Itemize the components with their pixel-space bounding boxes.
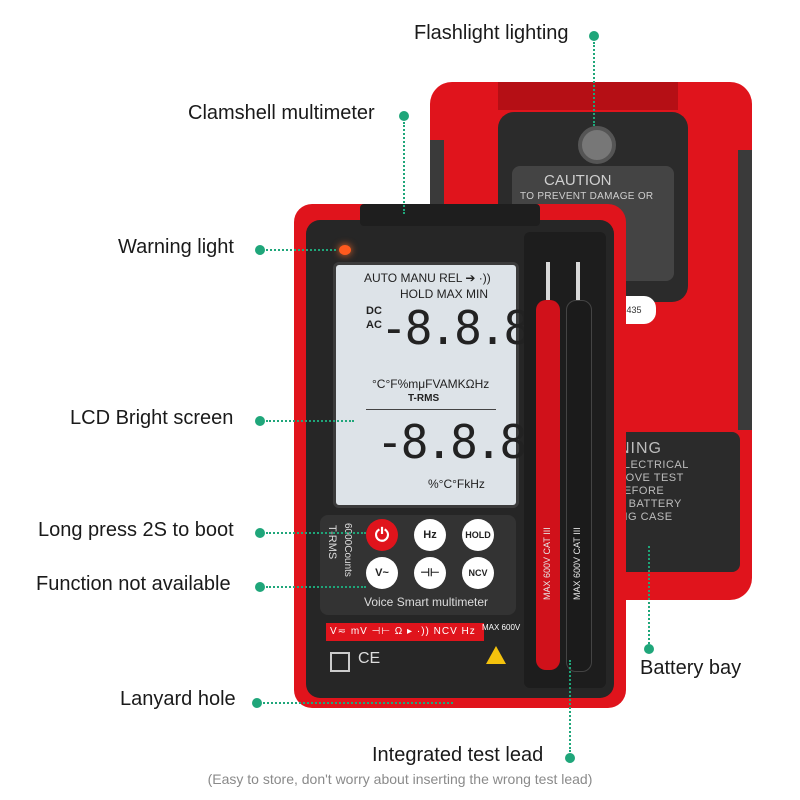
warning-line: MOVE TEST	[616, 472, 684, 484]
black-test-lead[interactable]	[566, 300, 592, 672]
callout-boot: Long press 2S to boot	[38, 519, 234, 541]
ncv-button[interactable]: NCV	[462, 557, 494, 589]
warning-line: BEFORE	[616, 485, 665, 497]
callout-dot	[589, 31, 599, 41]
caption: (Easy to store, don't worry about insert…	[207, 771, 593, 787]
lcd-top-row: AUTO MANU REL ➔ ·))	[364, 271, 491, 285]
max-rating: MAX 600V	[482, 623, 521, 632]
red-probe-tip	[546, 262, 550, 322]
capacitance-button[interactable]: ⊣⊢	[414, 557, 446, 589]
warning-triangle-icon	[486, 646, 506, 664]
callout-dot	[255, 582, 265, 592]
callout-dot	[255, 528, 265, 538]
callout-line	[648, 546, 650, 644]
clamshell-hinge	[360, 204, 540, 226]
panel-trms: T-RMS	[326, 525, 338, 560]
warning-title: NING	[618, 440, 662, 457]
hz-button[interactable]: Hz	[414, 519, 446, 551]
callout-dot	[255, 245, 265, 255]
flashlight-lens	[578, 126, 616, 164]
callout-line	[263, 702, 453, 704]
lcd-ac: AC	[366, 319, 382, 331]
black-probe-rating: MAX 600V CAT III	[572, 527, 582, 600]
lcd-screen: AUTO MANU REL ➔ ·)) HOLD MAX MIN DC AC -…	[333, 262, 581, 508]
lcd-units-secondary: %°C°FkHz	[428, 477, 485, 491]
callout-line	[266, 249, 336, 251]
callout-dot	[565, 753, 575, 763]
black-probe-tip	[576, 262, 580, 322]
callout-line	[403, 122, 405, 214]
back-top-edge	[498, 82, 678, 110]
back-grip-right	[738, 150, 752, 430]
lcd-units: °C°F%mμFVAMKΩHz	[372, 377, 490, 391]
callout-line	[266, 420, 354, 422]
callout-lcd: LCD Bright screen	[70, 407, 234, 429]
callout-flashlight: Flashlight lighting	[414, 22, 569, 44]
callout-dot	[252, 698, 262, 708]
callout-warning-light: Warning light	[118, 236, 234, 258]
panel-counts: 6000Counts	[342, 523, 353, 577]
warning-line: ING CASE	[616, 511, 673, 523]
lcd-dc: DC	[366, 305, 382, 317]
warning-line: G BATTERY	[616, 498, 682, 510]
double-insulation-icon	[330, 652, 350, 672]
callout-dot	[399, 111, 409, 121]
callout-battery: Battery bay	[640, 657, 742, 679]
lcd-divider	[366, 409, 496, 410]
callout-line	[266, 532, 366, 534]
callout-not-available: Function not available	[36, 573, 231, 595]
red-test-lead[interactable]	[536, 300, 560, 670]
panel-voice-label: Voice Smart multimeter	[364, 595, 489, 609]
callout-line	[266, 586, 366, 588]
button-panel: T-RMS 6000Counts ⏻ Hz HOLD V~ ⊣⊢ NCV Voi…	[320, 515, 516, 615]
lcd-hold-row: HOLD MAX MIN	[400, 287, 489, 301]
warning-line: ELECTRICAL	[616, 459, 689, 471]
caution-title: CAUTION	[544, 172, 612, 189]
lcd-trms: T-RMS	[408, 393, 440, 404]
caution-line: TO PREVENT DAMAGE OR	[520, 191, 654, 202]
power-button[interactable]: ⏻	[366, 519, 398, 551]
callout-dot	[644, 644, 654, 654]
red-probe-rating: MAX 600V CAT III	[542, 527, 552, 600]
callout-clamshell: Clamshell multimeter	[188, 102, 375, 124]
ce-mark: CE	[358, 650, 381, 667]
callout-test-lead: Integrated test lead	[372, 744, 544, 766]
callout-dot	[255, 416, 265, 426]
callout-line	[569, 660, 571, 752]
callout-lanyard: Lanyard hole	[120, 688, 236, 710]
hold-button[interactable]: HOLD	[462, 519, 494, 551]
warning-light-led	[339, 245, 351, 255]
battery-bay-cover: NING ELECTRICAL MOVE TEST BEFORE G BATTE…	[608, 432, 740, 572]
voltage-button[interactable]: V~	[366, 557, 398, 589]
callout-line	[593, 42, 595, 126]
function-strip: V≂ mV ⊣⊢ Ω ▸ ·)) NCV Hz	[326, 623, 484, 641]
